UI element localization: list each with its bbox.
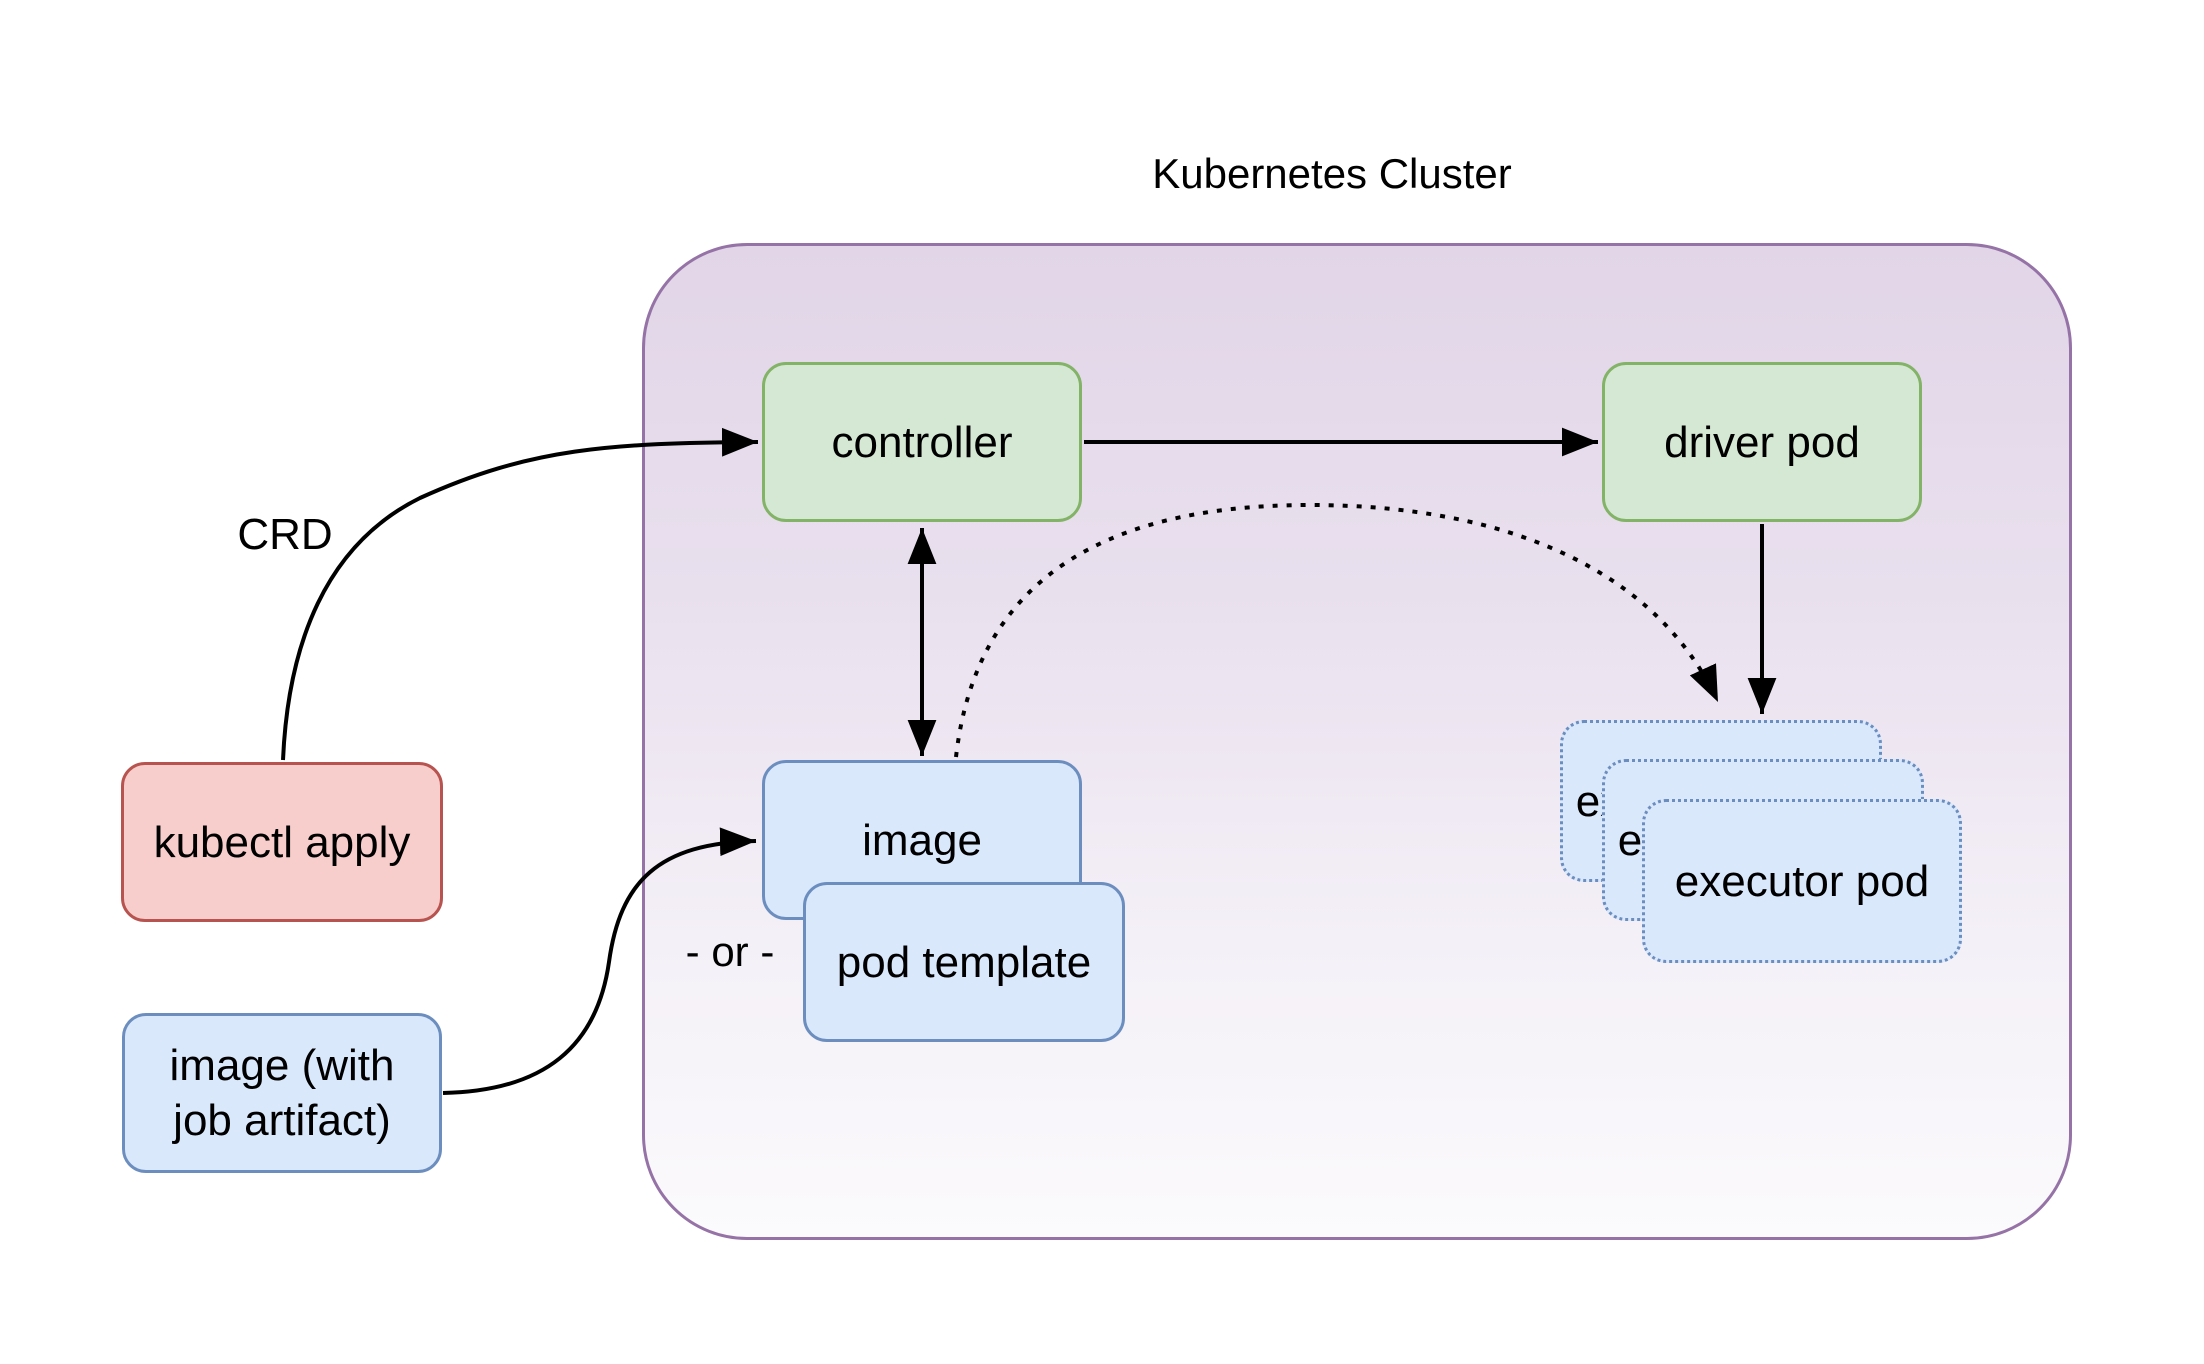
node-image-with-job-artifact-label: image (with job artifact) [169, 1041, 395, 1145]
node-image-with-job-artifact: image (with job artifact) [122, 1013, 442, 1173]
edge-label-or: - or - [685, 928, 775, 975]
node-image-label: image [862, 815, 982, 865]
node-kubectl-apply-label: kubectl apply [153, 817, 411, 867]
cluster-title: Kubernetes Cluster [1152, 150, 1512, 197]
node-pod-template-label: pod template [836, 937, 1092, 987]
node-controller-label: controller [831, 417, 1013, 467]
node-kubectl-apply: kubectl apply [121, 762, 443, 922]
node-driver-pod: driver pod [1602, 362, 1922, 522]
node-controller: controller [762, 362, 1082, 522]
node-executor-pod-front: executor pod [1642, 799, 1962, 963]
edge-label-crd: CRD [237, 510, 333, 559]
node-executor-pod-front-label: executor pod [1674, 856, 1930, 906]
node-driver-pod-label: driver pod [1664, 417, 1860, 467]
node-pod-template: pod template [803, 882, 1125, 1042]
